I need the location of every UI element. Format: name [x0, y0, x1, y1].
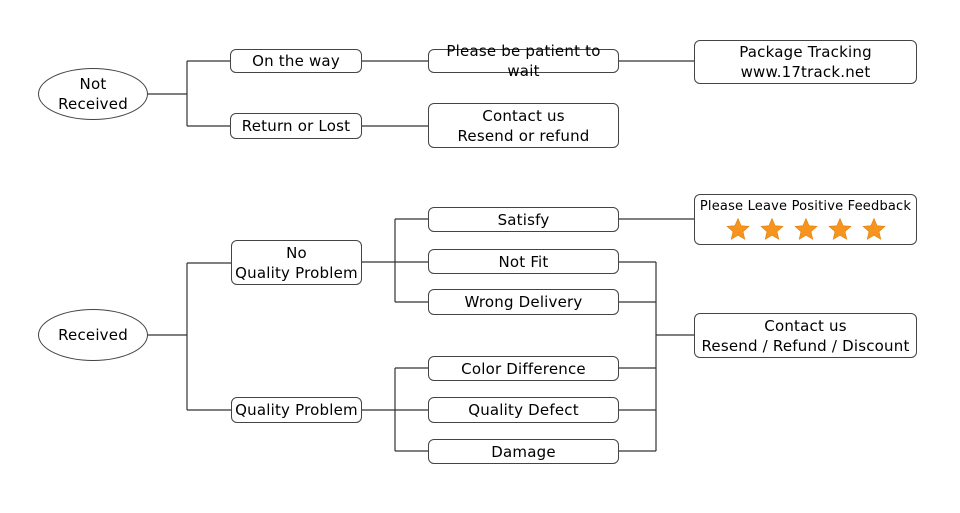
be-patient-label: Please be patient to wait [446, 42, 601, 80]
positive-feedback-node: Please Leave Positive Feedback [694, 194, 917, 245]
star-icon [861, 217, 886, 240]
satisfy-node: Satisfy [428, 207, 619, 232]
no-quality-problem-node: No Quality Problem [231, 240, 362, 285]
contact-us-label: Contact us [482, 106, 565, 125]
quality-problem-node: Quality Problem [231, 397, 362, 423]
positive-feedback-label: Please Leave Positive Feedback [699, 199, 912, 214]
on-the-way-label: On the way [252, 52, 340, 70]
damage-node: Damage [428, 439, 619, 464]
package-tracking-label: Package Tracking [739, 43, 872, 61]
quality-defect-node: Quality Defect [428, 397, 619, 423]
return-or-lost-label: Return or Lost [241, 117, 351, 135]
star-icon [725, 217, 750, 240]
be-patient-node: Please be patient to wait [428, 42, 619, 80]
not-received-label-line2: Received [58, 95, 128, 113]
tracking-url-label: www.17track.net [740, 63, 871, 81]
color-difference-node: Color Difference [428, 356, 619, 381]
contact-us-label-2: Contact us [764, 316, 847, 335]
star-icon [759, 217, 784, 240]
satisfy-label: Satisfy [497, 210, 550, 229]
rating-stars [725, 217, 886, 241]
star-icon [827, 217, 852, 240]
not-fit-label: Not Fit [498, 252, 549, 271]
star-icon [793, 217, 818, 240]
package-tracking-node: Package Tracking www.17track.net [694, 40, 917, 84]
color-difference-label: Color Difference [461, 359, 586, 378]
not-received-label-line1: Not [79, 75, 107, 93]
resend-or-refund-label: Resend or refund [457, 126, 590, 145]
contact-resend-refund-discount-node: Contact us Resend / Refund / Discount [694, 313, 917, 358]
wrong-delivery-node: Wrong Delivery [428, 289, 619, 315]
return-or-lost-node: Return or Lost [230, 113, 362, 139]
not-fit-node: Not Fit [428, 249, 619, 274]
quality-problem-sub-label: Quality Problem [235, 263, 358, 282]
contact-resend-refund-node: Contact us Resend or refund [428, 103, 619, 148]
received-node: Received [38, 309, 148, 361]
on-the-way-node: On the way [230, 49, 362, 73]
resend-refund-discount-label: Resend / Refund / Discount [701, 336, 910, 355]
wrong-delivery-label: Wrong Delivery [464, 293, 583, 311]
not-received-node: Not Received [38, 68, 148, 120]
damage-label: Damage [491, 442, 556, 461]
no-label: No [286, 243, 307, 262]
received-label: Received [58, 326, 128, 344]
quality-problem-label: Quality Problem [235, 401, 358, 419]
quality-defect-label: Quality Defect [468, 401, 579, 419]
